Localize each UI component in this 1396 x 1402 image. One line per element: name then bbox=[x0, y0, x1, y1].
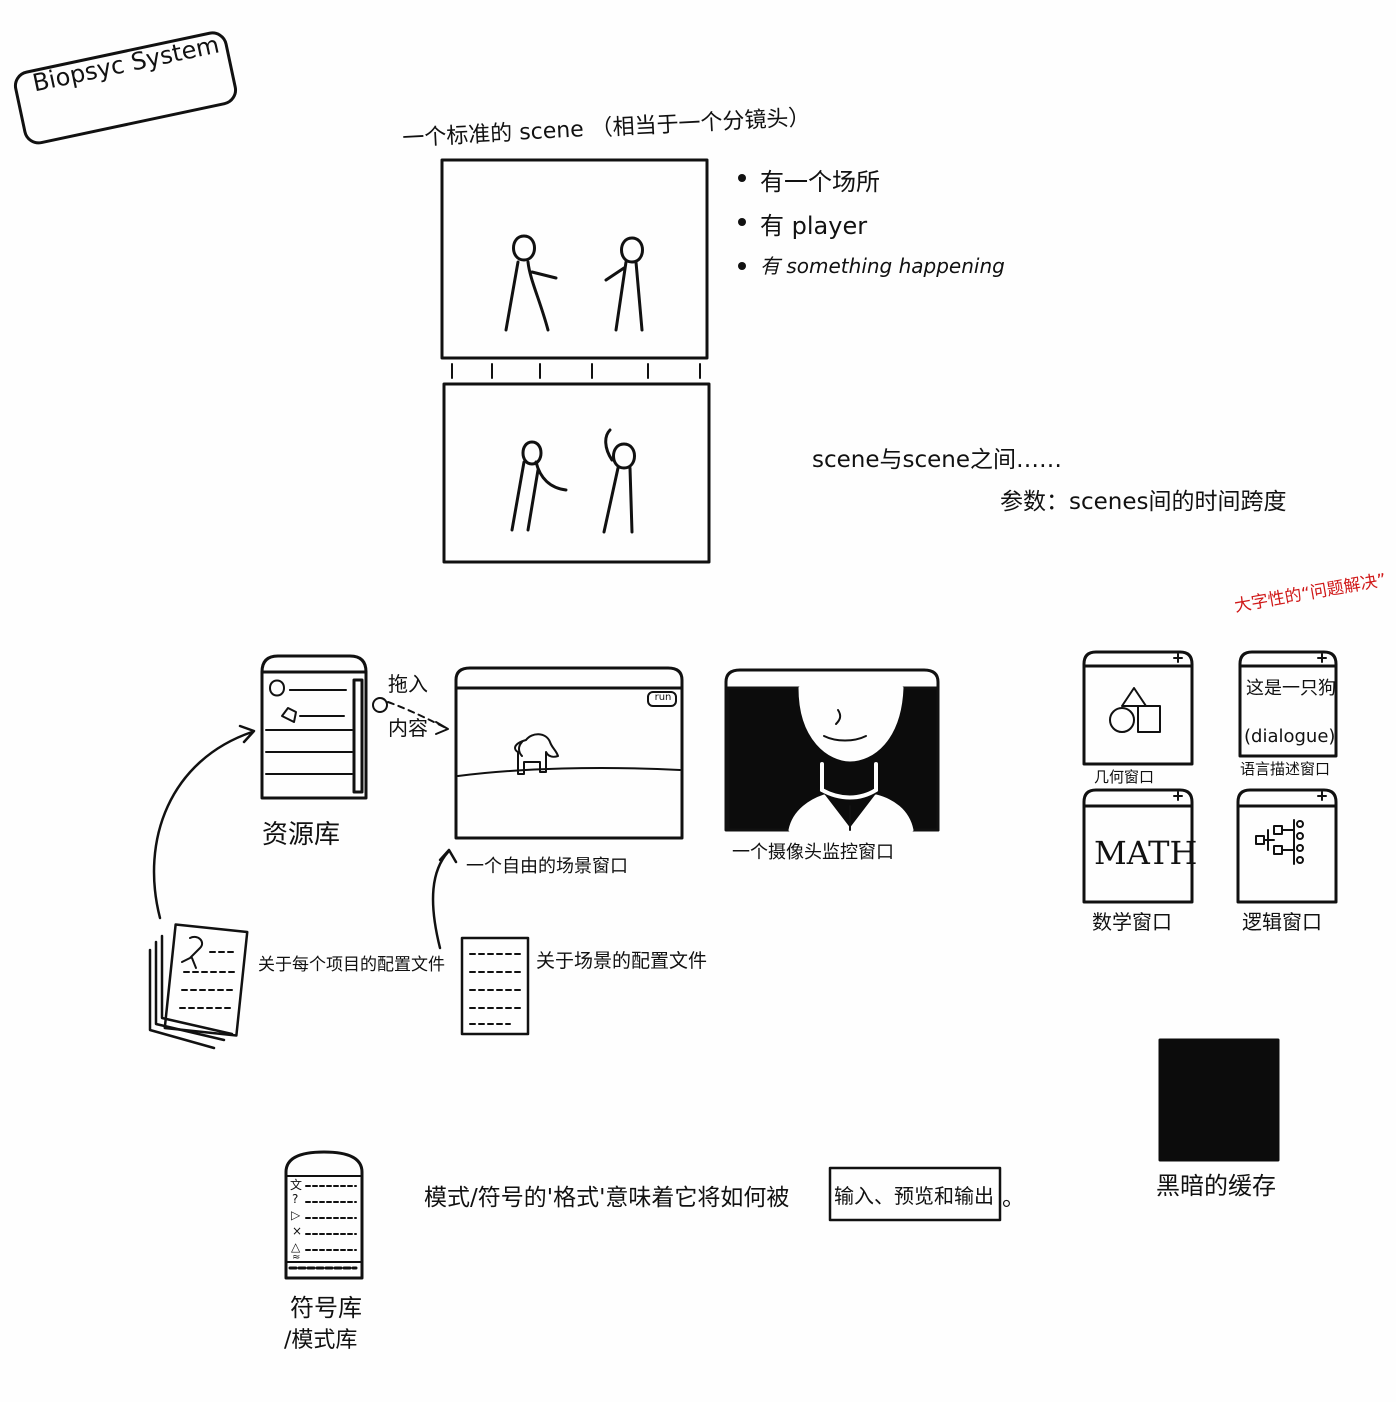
resource-library-window bbox=[260, 654, 368, 800]
arrow-scene-config bbox=[431, 848, 458, 950]
geometry-window bbox=[1082, 650, 1194, 766]
dark-cache-block bbox=[1158, 1038, 1280, 1162]
scene-bullet-3: 有 something happening bbox=[760, 254, 1005, 278]
language-window-text-bottom: (dialogue) bbox=[1244, 726, 1336, 747]
drag-label-1: 拖入 bbox=[388, 672, 428, 696]
frame-connector bbox=[451, 363, 701, 379]
logic-window-label: 逻辑窗口 bbox=[1242, 910, 1322, 934]
dark-cache-label: 黑暗的缓存 bbox=[1156, 1172, 1276, 1200]
format-boxed-text: 输入、预览和输出 bbox=[834, 1184, 994, 1208]
symbol-mark: ? bbox=[292, 1192, 299, 1206]
symbol-mark: △ bbox=[291, 1240, 301, 1254]
format-box bbox=[828, 1166, 1002, 1222]
camera-monitor-window bbox=[724, 668, 940, 832]
symbol-mark: × bbox=[292, 1224, 303, 1238]
scene-param-label: 参数：scenes间的时间跨度 bbox=[1000, 489, 1287, 515]
title-badge bbox=[13, 31, 238, 145]
language-window-text-top: 这是一只狗 bbox=[1246, 678, 1336, 699]
item-config-label: 关于每个项目的配置文件 bbox=[258, 955, 445, 975]
math-window-text: MATH bbox=[1094, 834, 1198, 872]
storyboard-frame-1 bbox=[440, 158, 709, 360]
resource-library-label: 资源库 bbox=[262, 820, 341, 850]
arrow-item-config bbox=[152, 724, 256, 920]
symbol-mark: 文 bbox=[290, 1178, 303, 1192]
format-sentence: 模式/符号的'格式'意味着它将如何被 bbox=[424, 1185, 790, 1211]
geometry-window-label: 几何窗口 bbox=[1094, 768, 1155, 786]
scene-bullet-1: 有一个场所 bbox=[760, 168, 880, 196]
symbol-mark: ▷ bbox=[291, 1208, 301, 1222]
symbol-library-label-1: 符号库 bbox=[290, 1294, 362, 1322]
scene-between-label: scene与scene之间…… bbox=[812, 447, 1063, 473]
scene-bullet-2: 有 player bbox=[760, 212, 868, 240]
free-scene-window-label: 一个自由的场景窗口 bbox=[466, 856, 628, 877]
symbol-library-label-2: /模式库 bbox=[284, 1328, 358, 1353]
scene-config-doc bbox=[460, 936, 530, 1036]
scene-config-label: 关于场景的配置文件 bbox=[536, 950, 708, 972]
item-config-stack bbox=[148, 923, 249, 1050]
symbol-library bbox=[284, 1150, 364, 1280]
symbol-mark: ≈ bbox=[292, 1252, 301, 1263]
format-sentence-end: 。 bbox=[1002, 1185, 1025, 1211]
camera-window-label: 一个摄像头监控窗口 bbox=[732, 842, 894, 863]
logic-window bbox=[1236, 788, 1338, 904]
drag-label-2: 内容 bbox=[388, 716, 428, 740]
storyboard-frame-2 bbox=[442, 382, 711, 564]
free-scene-window bbox=[454, 666, 684, 840]
scene-bullet-dots bbox=[738, 174, 746, 270]
drag-arrow bbox=[372, 697, 449, 735]
math-window-label: 数学窗口 bbox=[1092, 910, 1172, 934]
run-button[interactable]: run bbox=[654, 692, 672, 703]
language-window bbox=[1238, 650, 1338, 758]
math-window bbox=[1082, 788, 1194, 904]
language-window-label: 语言描述窗口 bbox=[1240, 760, 1331, 778]
